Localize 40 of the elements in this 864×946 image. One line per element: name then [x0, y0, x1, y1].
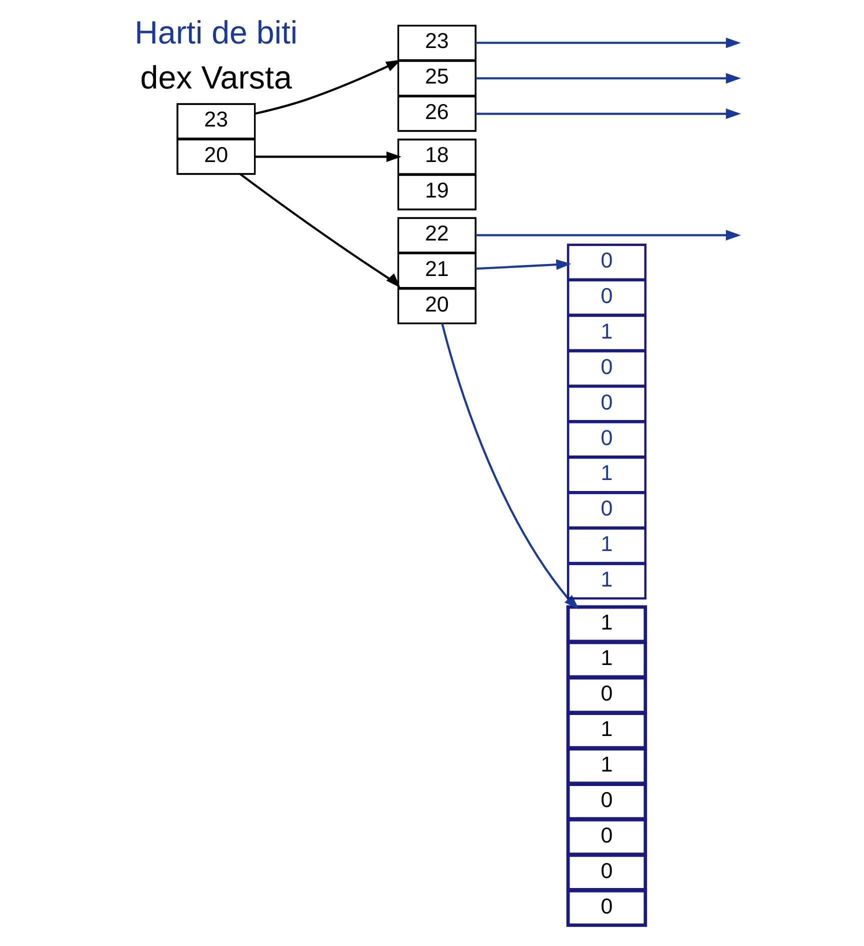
node-box: 0 [566, 243, 646, 280]
node-box: 1 [566, 604, 647, 643]
node-box: 0 [566, 420, 646, 458]
node-box: 23 [176, 102, 256, 139]
node-box: 19 [396, 174, 476, 210]
arrow [254, 59, 401, 114]
node-box: 20 [176, 138, 256, 174]
node-box: 26 [396, 95, 476, 132]
label: Harti de biti [134, 14, 298, 50]
node-box: 1 [566, 711, 647, 749]
node-box: 18 [396, 138, 476, 174]
node-box: 0 [566, 888, 647, 926]
node-box: 25 [396, 60, 476, 96]
node-box: 0 [566, 782, 647, 820]
node-box: 0 [566, 492, 646, 528]
arrow [475, 108, 740, 119]
label: dex Varsta [140, 59, 292, 96]
node-box: 1 [566, 456, 646, 493]
node-box: 0 [566, 350, 646, 386]
arrow [475, 37, 740, 48]
arrow [475, 72, 740, 84]
node-box: 21 [396, 252, 476, 288]
node-box: 1 [566, 314, 646, 351]
node-box: 22 [396, 216, 476, 253]
node-box: 1 [566, 640, 647, 678]
node-box: 20 [396, 288, 476, 324]
node-box: 23 [396, 24, 476, 60]
node-box: 0 [566, 385, 646, 422]
node-box: 0 [566, 676, 647, 714]
node-box: 1 [566, 746, 647, 784]
arrow [475, 258, 571, 270]
arrow [475, 229, 740, 240]
arrow [440, 322, 579, 609]
node-box: 0 [566, 853, 647, 891]
node-box: 0 [566, 278, 646, 316]
arrow [239, 172, 400, 288]
node-box: 1 [566, 562, 646, 599]
arrow [254, 150, 402, 162]
node-box: 1 [566, 527, 646, 564]
node-box: 0 [566, 818, 647, 856]
